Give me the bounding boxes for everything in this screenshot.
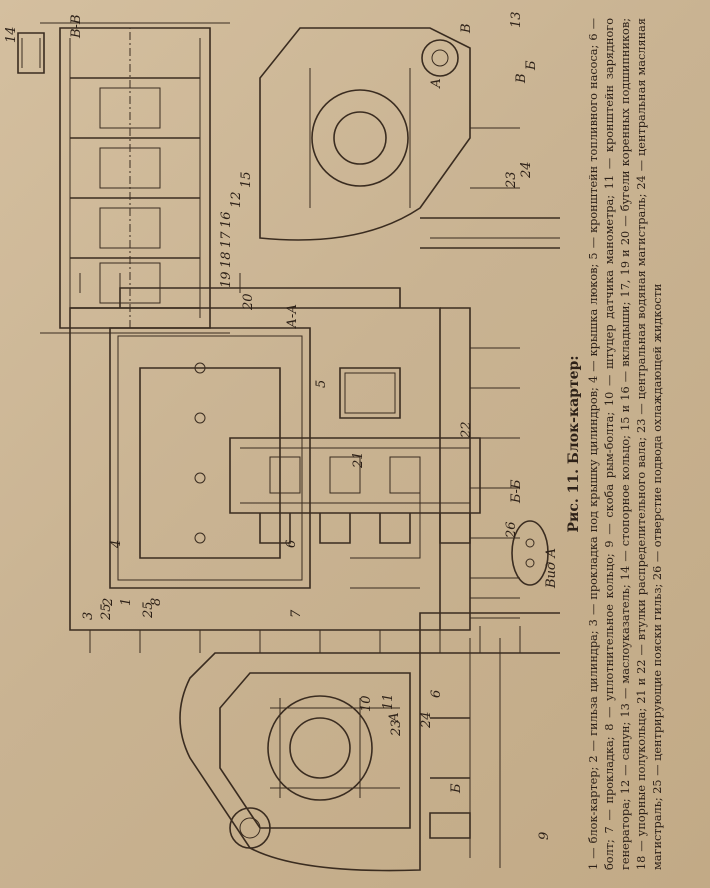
section-bb — [229, 437, 481, 544]
label-22: 22 — [459, 421, 474, 439]
label-16: 16 — [219, 211, 234, 228]
section-label-bb: Б-Б — [509, 479, 524, 504]
side-view-center — [69, 273, 520, 653]
label-26: 26 — [504, 521, 519, 539]
callout-labels: 9 23 24 А 10 11 6 Б 3 25 2 1 25 8 4 6 7 … — [4, 11, 559, 840]
label-20: 20 — [241, 293, 256, 311]
label-2: 2 — [101, 598, 116, 607]
label-4: 4 — [109, 540, 124, 549]
label-14: 14 — [4, 26, 19, 43]
label-3: 3 — [81, 612, 96, 620]
label-12: 12 — [229, 191, 244, 208]
label-b2: Б — [524, 60, 539, 71]
section-label-aa: А-А — [285, 304, 300, 329]
label-8: 8 — [149, 598, 164, 606]
label-17: 17 — [219, 231, 234, 248]
label-7: 7 — [289, 609, 304, 618]
label-b: Б — [449, 783, 464, 794]
label-v: В — [514, 73, 529, 84]
label-a2: А — [429, 78, 444, 89]
engine-block-drawing: 9 23 24 А 10 11 6 Б 3 25 2 1 25 8 4 6 7 … — [4, 11, 560, 872]
label-9: 9 — [537, 832, 552, 840]
label-25b: 25 — [141, 601, 156, 619]
label-a: А — [387, 712, 402, 723]
label-19: 19 — [219, 271, 234, 288]
label-5: 5 — [314, 380, 329, 388]
detail-14 — [17, 32, 45, 74]
end-view-left — [179, 612, 560, 872]
label-1: 1 — [119, 598, 134, 606]
figure-caption: Рис. 11. Блок-картер: 1 — блок-картер; 2… — [566, 18, 666, 870]
label-18: 18 — [219, 251, 234, 268]
end-view-right — [259, 27, 560, 249]
section-label-vv: В-В — [69, 15, 84, 40]
label-24b: 24 — [519, 161, 534, 179]
section-label-vid: Вид А — [544, 548, 559, 589]
label-v2: В — [459, 23, 474, 34]
label-11: 11 — [381, 693, 396, 710]
figure-title: Рис. 11. Блок-картер: — [566, 355, 582, 533]
label-21: 21 — [351, 451, 366, 469]
label-23: 23 — [389, 719, 404, 737]
label-24: 24 — [419, 711, 434, 729]
section-aa — [40, 22, 230, 334]
figure-caption-text: 1 — блок-картер; 2 — гильза цилиндра; 3 … — [587, 18, 664, 870]
label-23b: 23 — [504, 171, 519, 189]
label-10: 10 — [359, 695, 374, 712]
label-13: 13 — [509, 11, 524, 28]
label-15: 15 — [239, 171, 254, 188]
detail-vid-a — [511, 520, 549, 586]
label-6: 6 — [429, 690, 444, 698]
label-6b: 6 — [284, 540, 299, 548]
label-25: 25 — [99, 603, 114, 621]
